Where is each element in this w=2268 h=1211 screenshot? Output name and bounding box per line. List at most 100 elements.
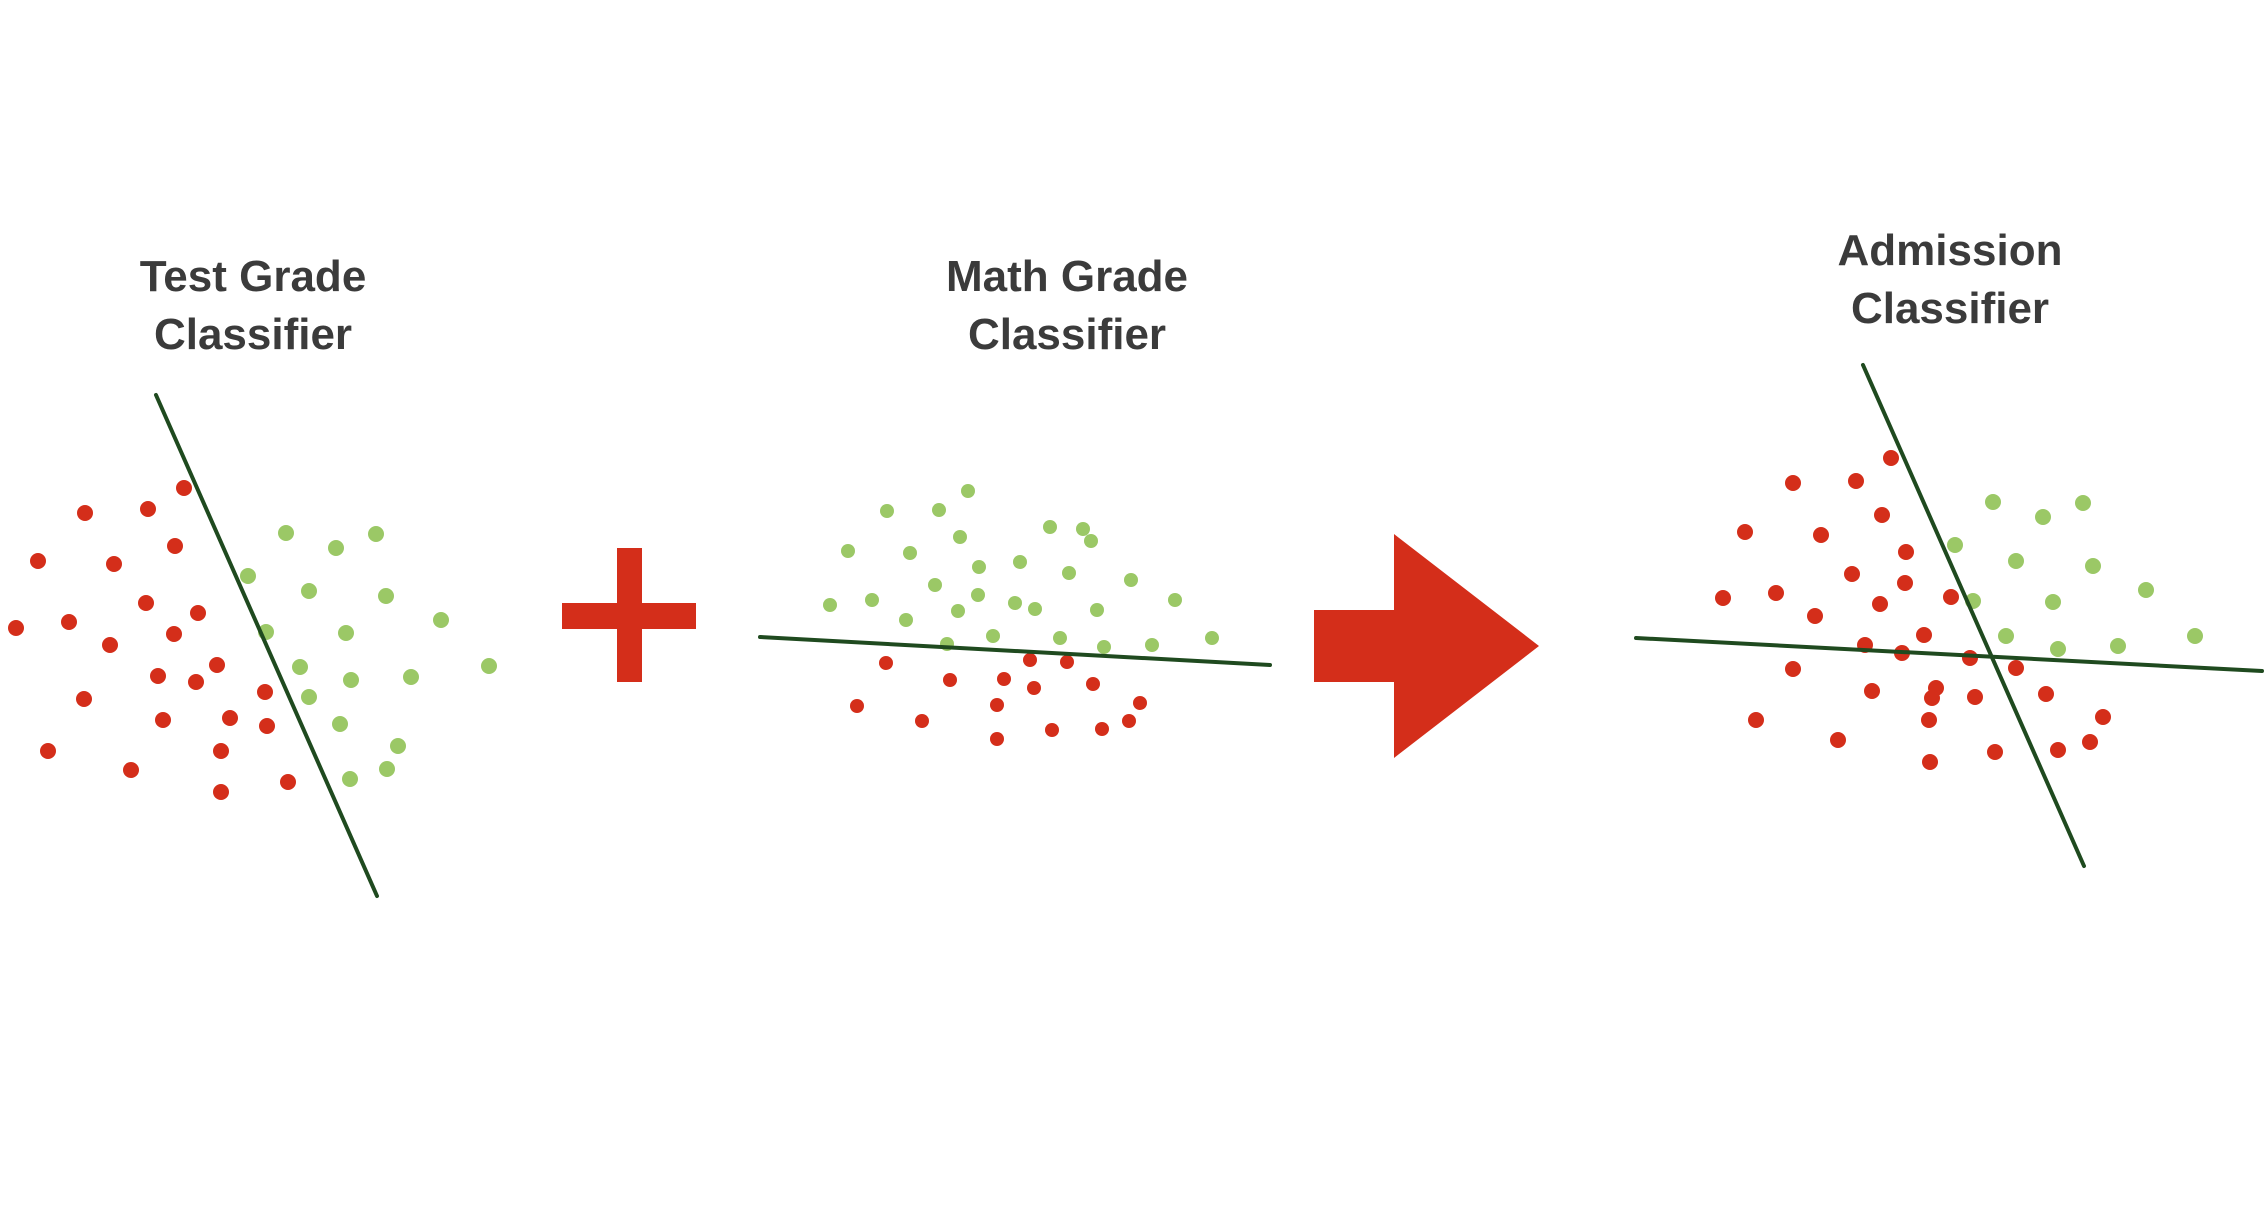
negative-point — [280, 774, 296, 790]
positive-point — [1124, 573, 1138, 587]
positive-point — [2085, 558, 2101, 574]
negative-point — [1864, 683, 1880, 699]
negative-point — [1807, 608, 1823, 624]
math-grade-classifier-title: Math Grade Classifier — [847, 248, 1287, 364]
positive-point — [1013, 555, 1027, 569]
negative-point — [106, 556, 122, 572]
positive-point — [953, 530, 967, 544]
positive-point — [865, 593, 879, 607]
right-arrow-icon — [1314, 534, 1539, 758]
negative-point — [1785, 475, 1801, 491]
negative-point — [1768, 585, 1784, 601]
math-grade-positive-points — [823, 484, 1219, 654]
positive-point — [342, 771, 358, 787]
negative-point — [990, 698, 1004, 712]
positive-point — [928, 578, 942, 592]
positive-point — [378, 588, 394, 604]
negative-point — [943, 673, 957, 687]
positive-point — [240, 568, 256, 584]
positive-point — [986, 629, 1000, 643]
negative-point — [1813, 527, 1829, 543]
negative-point — [77, 505, 93, 521]
negative-point — [1045, 723, 1059, 737]
math-grade-title-line2: Classifier — [967, 310, 1167, 359]
positive-point — [1168, 593, 1182, 607]
positive-point — [932, 503, 946, 517]
positive-point — [2075, 495, 2091, 511]
negative-point — [1737, 524, 1753, 540]
positive-point — [1145, 638, 1159, 652]
positive-point — [338, 625, 354, 641]
positive-point — [951, 604, 965, 618]
negative-point — [213, 784, 229, 800]
positive-point — [2045, 594, 2061, 610]
positive-point — [1008, 596, 1022, 610]
positive-point — [1947, 537, 1963, 553]
positive-point — [972, 560, 986, 574]
test-grade-classifier-title: Test Grade Classifier — [33, 248, 473, 364]
negative-point — [1883, 450, 1899, 466]
positive-point — [379, 761, 395, 777]
positive-point — [2050, 641, 2066, 657]
positive-point — [1076, 522, 1090, 536]
negative-point — [259, 718, 275, 734]
negative-point — [1897, 575, 1913, 591]
negative-point — [1830, 732, 1846, 748]
negative-point — [1872, 596, 1888, 612]
positive-point — [481, 658, 497, 674]
negative-point — [1916, 627, 1932, 643]
math-grade-title-line1: Math Grade — [945, 252, 1189, 301]
test-grade-positive-points — [240, 525, 497, 787]
positive-point — [880, 504, 894, 518]
positive-point — [292, 659, 308, 675]
negative-point — [1748, 712, 1764, 728]
negative-point — [1987, 744, 2003, 760]
positive-point — [1097, 640, 1111, 654]
plus-bar — [562, 603, 696, 629]
negative-point — [1844, 566, 1860, 582]
negative-point — [1922, 754, 1938, 770]
negative-point — [2050, 742, 2066, 758]
plus-icon — [562, 548, 696, 682]
negative-point — [1027, 681, 1041, 695]
negative-point — [190, 605, 206, 621]
positive-point — [328, 540, 344, 556]
math-grade-decision-boundary — [758, 635, 1272, 667]
negative-point — [188, 674, 204, 690]
negative-point — [257, 684, 273, 700]
positive-point — [823, 598, 837, 612]
positive-point — [1205, 631, 1219, 645]
negative-point — [1715, 590, 1731, 606]
admission-title-line2: Classifier — [1850, 284, 2050, 333]
positive-point — [899, 613, 913, 627]
negative-point — [1874, 507, 1890, 523]
admission-classifier-title: Admission Classifier — [1730, 222, 2170, 338]
negative-point — [915, 714, 929, 728]
negative-point — [8, 620, 24, 636]
positive-point — [433, 612, 449, 628]
positive-point — [1053, 631, 1067, 645]
negative-point — [2082, 734, 2098, 750]
negative-point — [102, 637, 118, 653]
positive-point — [368, 526, 384, 542]
positive-point — [2110, 638, 2126, 654]
admission-horizontal-boundary — [1634, 636, 2264, 673]
negative-point — [1133, 696, 1147, 710]
negative-point — [138, 595, 154, 611]
negative-point — [1898, 544, 1914, 560]
admission-diagonal-boundary — [1861, 363, 2086, 868]
negative-point — [1095, 722, 1109, 736]
negative-point — [140, 501, 156, 517]
positive-point — [1090, 603, 1104, 617]
negative-point — [76, 691, 92, 707]
test-grade-title-line2: Classifier — [153, 310, 353, 359]
math-grade-negative-points — [850, 653, 1147, 746]
admission-title-line1: Admission — [1837, 226, 2063, 275]
positive-point — [301, 689, 317, 705]
positive-point — [961, 484, 975, 498]
negative-point — [123, 762, 139, 778]
negative-point — [167, 538, 183, 554]
negative-point — [2008, 660, 2024, 676]
negative-point — [213, 743, 229, 759]
negative-point — [40, 743, 56, 759]
